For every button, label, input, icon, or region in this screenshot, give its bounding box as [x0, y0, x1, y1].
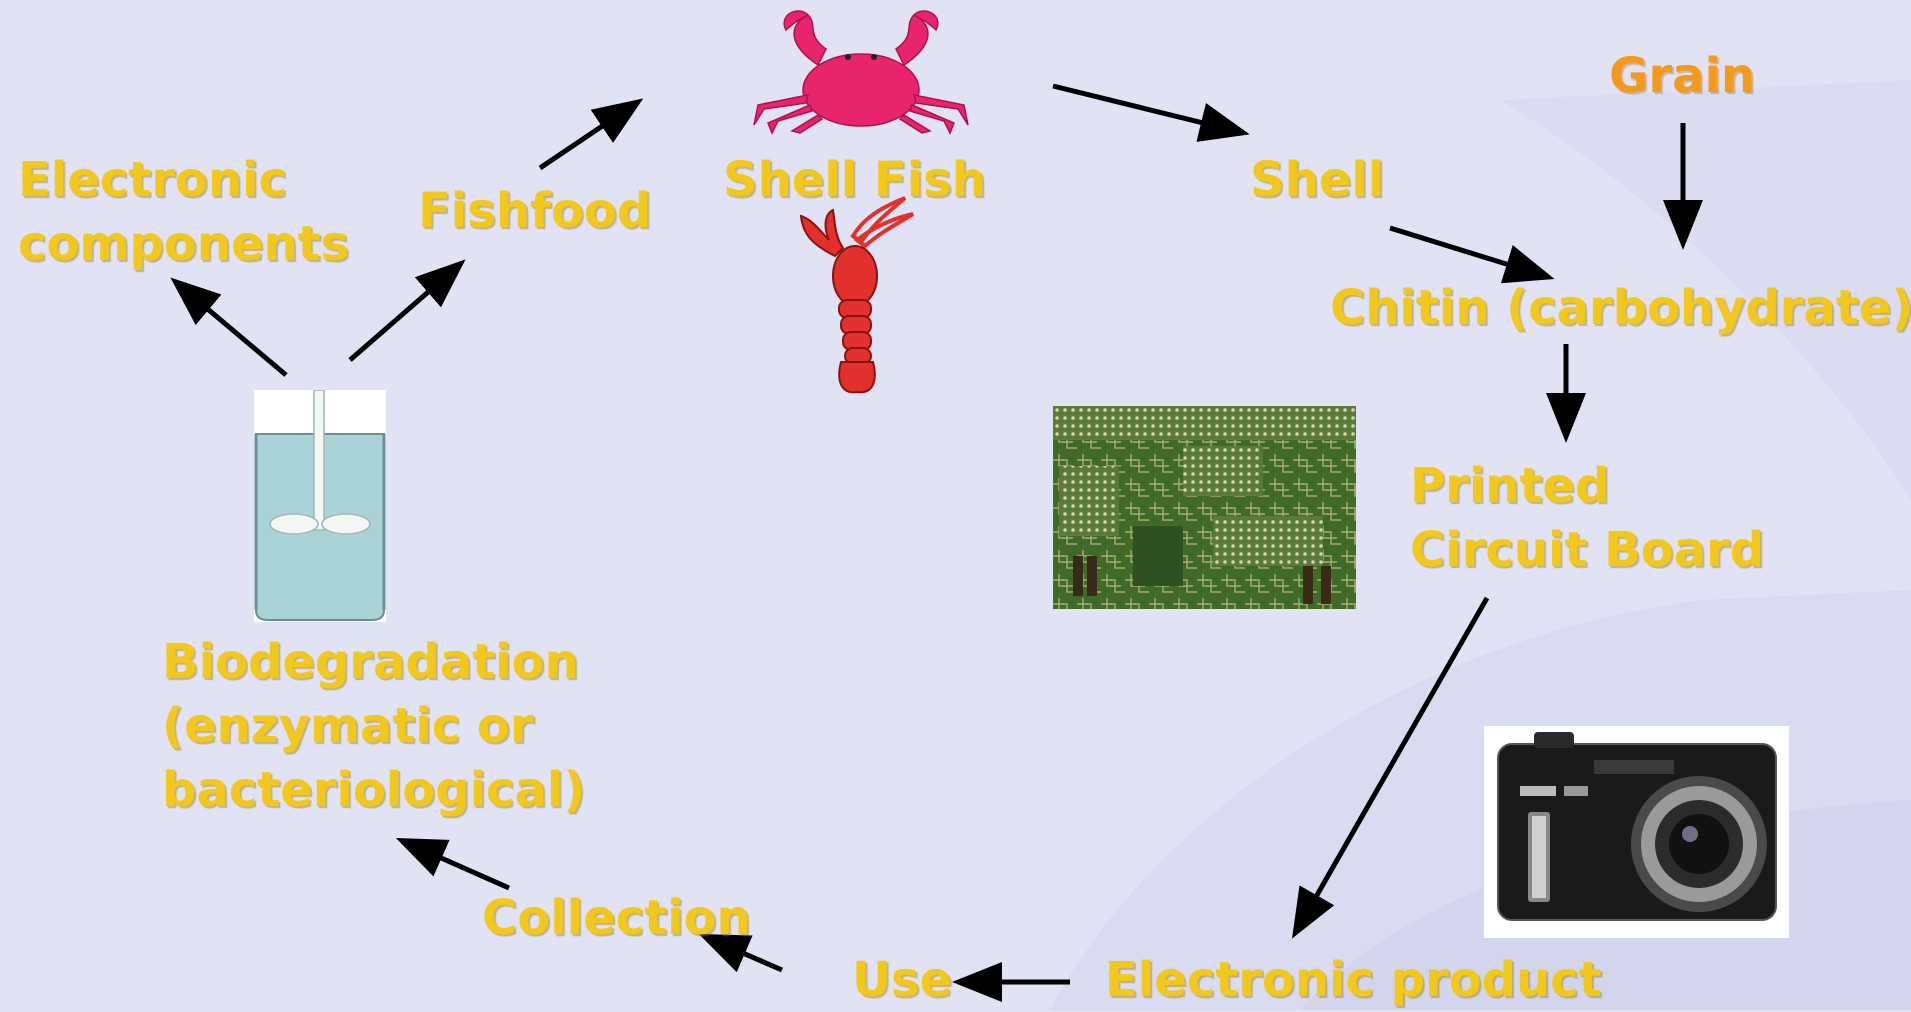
label-fishfood: Fishfood — [418, 179, 651, 243]
lobster-icon — [795, 196, 915, 396]
camera-image — [1484, 726, 1789, 938]
label-pcb-line1: Printed — [1410, 454, 1764, 518]
label-electronic-product: Electronic product — [1105, 948, 1602, 1012]
label-biodegradation: Biodegradation (enzymatic or bacteriolog… — [162, 630, 585, 822]
label-biodegradation-line1: Biodegradation — [162, 630, 585, 694]
label-printed-circuit-board: Printed Circuit Board — [1410, 454, 1764, 582]
circuit-board-image — [1053, 406, 1356, 609]
label-biodegradation-line2: (enzymatic or — [162, 694, 585, 758]
label-shell: Shell — [1250, 148, 1384, 212]
arrow-collection-to-biodegradation — [405, 842, 509, 888]
arrow-shellfish-to-shell — [1053, 86, 1240, 132]
label-electronic-components-line2: components — [18, 212, 349, 276]
arrow-bioreactor-to-fishfood — [350, 266, 458, 360]
label-collection: Collection — [482, 886, 751, 950]
label-shell-fish: Shell Fish — [723, 148, 986, 212]
arrow-pcb-to-product — [1297, 598, 1487, 930]
arrow-fishfood-to-shellfish — [540, 104, 635, 168]
label-electronic-components-line1: Electronic — [18, 148, 349, 212]
label-biodegradation-line3: bacteriological) — [162, 758, 585, 822]
arrow-bioreactor-to-components — [178, 284, 286, 375]
crab-icon — [748, 5, 974, 135]
arrow-shell-to-chitin — [1390, 228, 1545, 276]
label-pcb-line2: Circuit Board — [1410, 518, 1764, 582]
label-use: Use — [852, 948, 952, 1012]
bioreactor-icon — [252, 390, 388, 622]
label-grain: Grain — [1609, 44, 1755, 108]
label-chitin: Chitin (carbohydrate) — [1330, 276, 1911, 340]
label-electronic-components: Electronic components — [18, 148, 349, 276]
